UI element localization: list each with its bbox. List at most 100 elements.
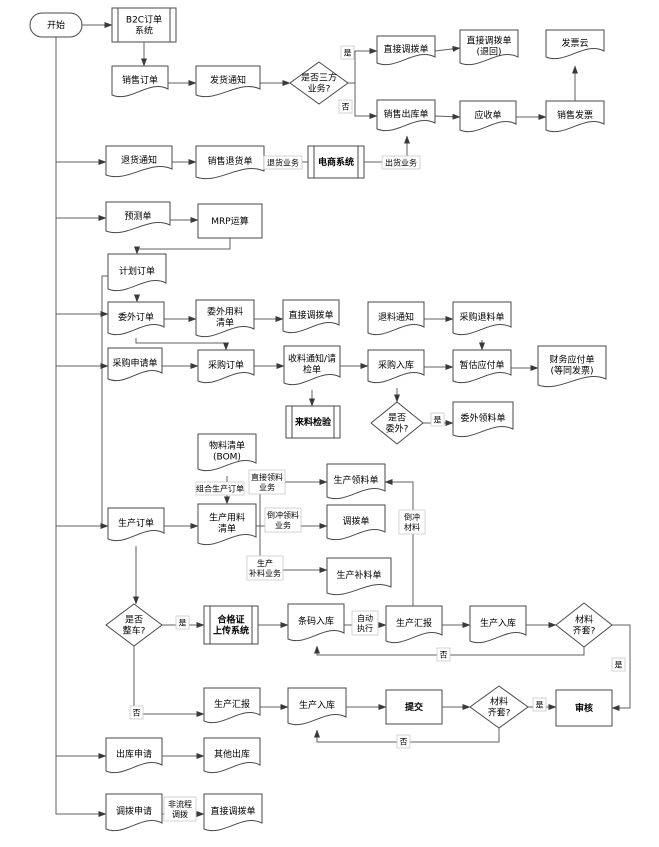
node-finance-payable: 财务应付单(等同发票) (537, 345, 607, 388)
shape-text: 生产入库 (480, 617, 516, 629)
shape-text: 调拨申请 (116, 805, 152, 817)
shape-text: 电商系统 (318, 156, 354, 168)
node-production-report-2: 生产汇报 (203, 687, 261, 724)
shape-text: MRP运算 (211, 215, 248, 227)
edge-label-ship-business: 出货业务 (381, 155, 421, 170)
shape-text: 非流程调拨 (168, 799, 192, 819)
shape-text: 是 (536, 700, 544, 709)
shape-text: 直接调拨单 (210, 805, 255, 817)
shape-text: 生产领料单 (333, 474, 378, 486)
edge-label-yes-kitting-1: 是 (611, 657, 626, 672)
node-direct-transfer-1: 直接调拨单 (376, 35, 436, 66)
shape-text: 直接调拨单 (288, 309, 333, 321)
shape-text: 财务应付单(等同发票) (549, 354, 594, 377)
node-b2c-order-system: B2C订单系统 (111, 7, 177, 43)
shape-text: B2C订单系统 (126, 14, 162, 37)
edge-label-combined-production-order: 组合生产订单 (195, 481, 245, 496)
shape-text: 否 (342, 102, 350, 111)
node-start-terminator: 开始 (29, 12, 83, 38)
shape-text: 预测单 (124, 210, 151, 222)
shape-text: 生产用料清单 (209, 512, 245, 535)
node-outsource-order: 委外订单 (107, 301, 165, 336)
node-invoice-cloud: 发票云 (545, 29, 605, 60)
shape-text: 调拨单 (342, 515, 369, 527)
shape-text: 直接调拨单 (383, 43, 428, 55)
node-return-material-notice: 退料通知 (367, 301, 425, 336)
node-purchase-return-order: 采购退料单 (452, 301, 512, 336)
node-purchase-request: 采购申请单 (107, 347, 163, 382)
edge-label-yes-outsource: 是 (430, 412, 445, 427)
node-production-supplement-order: 生产补料单 (326, 557, 392, 596)
node-receivable-order: 应收单 (459, 100, 517, 133)
edge-label-no-vehicle: 否 (129, 705, 144, 720)
node-other-outbound: 其他出库 (203, 737, 261, 774)
node-planned-order: 计划订单 (107, 253, 167, 292)
node-production-order: 生产订单 (107, 507, 165, 542)
node-return-goods-notice: 退货通知 (105, 145, 173, 178)
node-vehicle-decision: 是否整车? (105, 603, 163, 647)
shape-text: 发货通知 (210, 74, 246, 86)
shape-text: 销售订单 (122, 74, 158, 86)
node-outbound-request: 出库申请 (105, 737, 163, 774)
node-direct-transfer-return: 直接调拨单(退回) (459, 29, 519, 66)
shape-text: 倒冲领料业务 (267, 510, 299, 530)
edge-label-no-kitting-1: 否 (436, 647, 451, 662)
edge-kitting1-yes-to-review (611, 624, 631, 711)
node-production-material-list: 生产用料清单 (197, 503, 257, 546)
shape-text: 倒冲材料 (404, 512, 420, 532)
node-review-step: 审核 (555, 689, 613, 727)
shape-text: 采购订单 (208, 359, 244, 371)
node-production-inbound-2: 生产入库 (287, 687, 347, 726)
shape-text: 暂估应付单 (459, 359, 504, 371)
node-production-inbound-1: 生产入库 (469, 605, 527, 644)
shape-text: 材料齐套? (488, 696, 511, 719)
edge-label-no-third-party: 否 (338, 99, 353, 114)
shape-text: 计划订单 (119, 265, 155, 277)
edge-label-no-kitting-2: 否 (396, 734, 411, 749)
edge-label-return-business: 退货业务 (263, 155, 303, 170)
shape-text: 退料通知 (378, 311, 414, 323)
shape-text: 是否委外? (386, 413, 409, 435)
node-sales-invoice: 销售发票 (545, 100, 605, 133)
edge-main-spine (55, 37, 107, 817)
edge-label-direct-picking-business: 直接领料业务 (248, 469, 286, 495)
shape-text: 否 (440, 650, 448, 659)
shape-text: 物料清单(BOM) (209, 440, 245, 463)
edge-label-non-process-transfer: 非流程调拨 (163, 796, 197, 822)
node-purchase-inbound: 采购入库 (367, 349, 425, 384)
node-purchase-order: 采购订单 (197, 349, 255, 384)
node-direct-transfer-2: 直接调拨单 (282, 299, 340, 334)
edge-label-backflush-material: 倒冲材料 (398, 509, 426, 535)
shape-text: 是 (615, 660, 623, 669)
shape-text: 合格证上传系统 (213, 614, 249, 637)
node-forecast-order: 预测单 (105, 201, 171, 234)
shape-text: 审核 (575, 702, 593, 714)
edge-planned-feed-line (101, 275, 108, 526)
node-receiving-inspection-notice: 收料通知/请检单 (283, 345, 341, 386)
node-kitting-decision-1: 材料齐套? (555, 602, 613, 648)
edge-outsource-to-purchase-order (135, 338, 229, 351)
edge-report-backflush-to-requisition (384, 479, 414, 606)
node-bom-list: 物料清单(BOM) (197, 433, 257, 472)
shape-text: 开始 (47, 19, 65, 31)
shape-text: 销售出库单 (383, 108, 428, 120)
shape-text: 生产补料业务 (249, 558, 281, 578)
shape-text: 采购申请单 (112, 357, 157, 369)
edge-label-yes-third-party: 是 (340, 45, 355, 60)
node-direct-transfer-3: 直接调拨单 (203, 793, 263, 832)
shape-text: 是 (344, 48, 352, 57)
edge-label-production-supplement-business: 生产补料业务 (246, 555, 284, 581)
shape-text: 直接领料业务 (251, 472, 283, 492)
shape-text: 否 (133, 708, 141, 717)
node-sales-return-order: 销售退货单 (195, 145, 265, 180)
shape-text: 生产补料单 (336, 569, 381, 581)
shape-text: 生产入库 (299, 699, 335, 711)
shape-text: 是否整车? (123, 615, 146, 637)
shape-text: 委外用料清单 (207, 306, 243, 329)
shape-text: 是否三方业务? (301, 72, 337, 95)
shape-text: 其他出库 (214, 748, 250, 760)
node-transfer-order: 调拨单 (326, 504, 386, 541)
shape-text: 来料检验 (294, 416, 332, 428)
